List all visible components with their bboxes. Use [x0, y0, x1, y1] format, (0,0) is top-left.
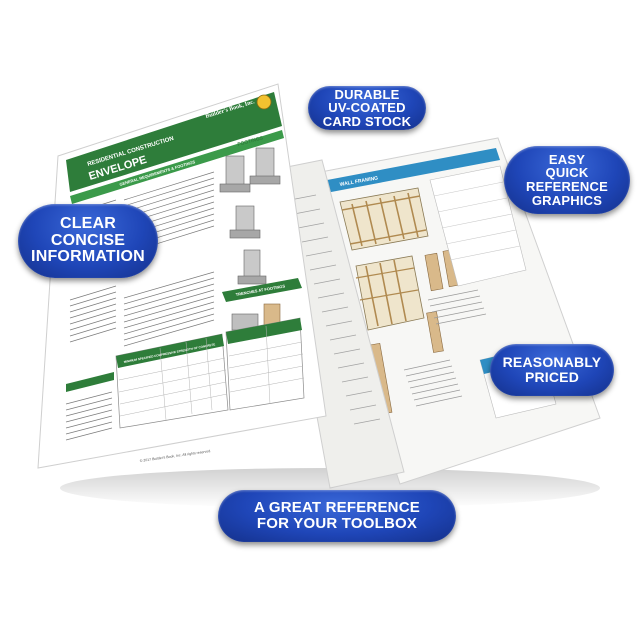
callout-clear-line3: INFORMATION [31, 248, 145, 266]
callout-clear-line1: CLEAR [59, 214, 117, 232]
wall-framing-drawing [339, 187, 429, 251]
callout-durable-line1: DURABLE [334, 86, 400, 102]
callout-priced-line2: PRICED [524, 369, 580, 385]
brand-seal-icon [256, 94, 272, 110]
front-copyright: © 2017 Builder's Book, Inc. All rights r… [140, 449, 212, 463]
callout-toolbox-line2: FOR YOUR TOOLBOX [256, 515, 418, 532]
callout-easy-line2: QUICK [545, 165, 589, 181]
callout-priced-line1: REASONABLY [502, 354, 602, 371]
callout-durable-line2: UV-COATED [328, 100, 406, 116]
callout-toolbox-line1: A GREAT REFERENCE [254, 499, 420, 517]
wall-framing-notching-drawing [355, 248, 462, 331]
callout-easy-quick-reference: EASY QUICK REFERENCE GRAPHICS [504, 146, 630, 214]
front-table: MINIMUM SPECIFIED COMPRESSIVE STRENGTH O… [115, 317, 305, 429]
callout-easy-line4: GRAPHICS [531, 192, 603, 208]
right-text-lines [403, 289, 487, 407]
callout-durable-card-stock: DURABLE UV-COATED CARD STOCK [308, 86, 426, 130]
callout-clear-concise-information: CLEAR CONCISE INFORMATION [18, 204, 158, 278]
front-card-panel: RESIDENTIAL CONSTRUCTION ENVELOPE Builde… [37, 83, 327, 469]
callout-easy-line1: EASY [548, 151, 586, 167]
footings-drawing: FOOTINGS [219, 135, 281, 285]
callout-reasonably-priced: REASONABLY PRICED [490, 344, 614, 396]
callout-clear-line2: CONCISE [50, 231, 126, 249]
callout-easy-line3: REFERENCE [526, 179, 608, 194]
callout-great-reference-toolbox: A GREAT REFERENCE FOR YOUR TOOLBOX [218, 490, 456, 542]
callout-durable-line3: CARD STOCK [322, 113, 412, 129]
